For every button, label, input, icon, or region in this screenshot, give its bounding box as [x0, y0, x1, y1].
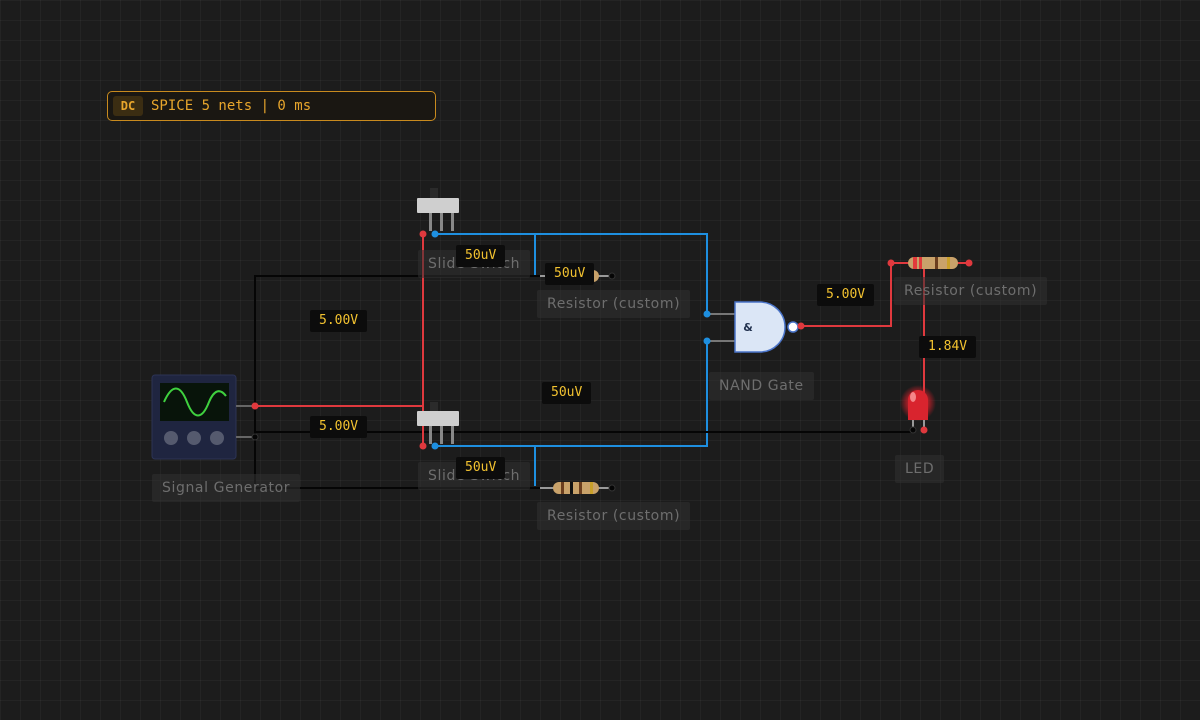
nand-symbol: &	[743, 321, 753, 334]
wire-net-red[interactable]	[255, 234, 969, 446]
voltage-label: 5.00V	[310, 416, 368, 438]
status-text: SPICE 5 nets | 0 ms	[151, 98, 312, 114]
resistor-2-label: Resistor (custom)	[537, 502, 691, 530]
signal-generator-label: Signal Generator	[152, 474, 301, 502]
nand-gate[interactable]	[707, 301, 799, 353]
led[interactable]	[900, 385, 936, 430]
sine-wave-icon	[163, 387, 227, 417]
voltage-label: 50uV	[545, 263, 595, 285]
nand-gate-label: NAND Gate	[709, 372, 814, 400]
wire-net-blue[interactable]	[435, 233, 708, 486]
voltage-label: 1.84V	[919, 336, 977, 358]
simulation-status-bar: DC SPICE 5 nets | 0 ms	[107, 91, 436, 121]
signal-generator[interactable]	[151, 374, 255, 460]
resistor-3[interactable]	[908, 257, 958, 269]
voltage-label: 50uV	[542, 382, 592, 404]
voltage-label: 5.00V	[310, 310, 368, 332]
mode-badge: DC	[113, 96, 143, 116]
voltage-label: 5.00V	[817, 284, 875, 306]
slide-switch-2[interactable]	[417, 402, 459, 444]
connection-points[interactable]	[251, 230, 973, 492]
voltage-label: 50uV	[456, 457, 506, 479]
voltage-label: 50uV	[456, 245, 506, 267]
slide-switch-1[interactable]	[417, 188, 459, 231]
resistor-2[interactable]	[540, 482, 612, 494]
resistor-3-label: Resistor (custom)	[894, 277, 1048, 305]
resistor-1-label: Resistor (custom)	[537, 290, 691, 318]
led-label: LED	[895, 455, 945, 483]
